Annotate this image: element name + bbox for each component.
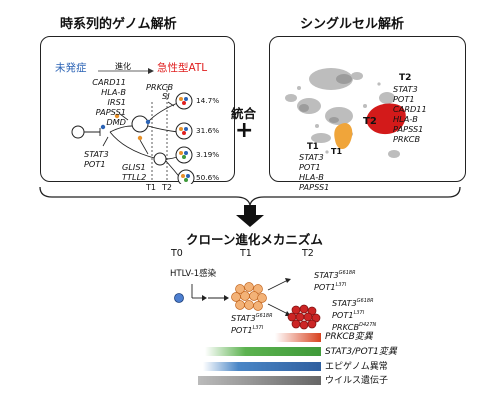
label-htlv: HTLV-1感染 [170, 269, 217, 279]
clone-tree [71, 68, 195, 184]
genomic-panel [40, 36, 235, 182]
t1-cluster-label: T1 [331, 147, 343, 156]
title-genomic: 時系列的ゲノム解析 [60, 17, 177, 32]
genes-low-group: STAT3 POT1 [84, 149, 109, 169]
bar-epigenome [203, 362, 321, 371]
timeline-t0: T0 [171, 248, 183, 259]
pct-1: 14.7% [196, 96, 220, 105]
bar-label-stat3-pot1: STAT3/POT1変異 [325, 347, 397, 357]
genes-left-group: CARD11 HLA-B IRS1 PAPSS1 DMD [92, 77, 126, 127]
plus-sign: + [235, 118, 254, 143]
label-undiagnosed: 未発症 [55, 62, 87, 74]
t2a-mutations: STAT3G618R POT1L37I [314, 270, 356, 292]
title-mechanism: クローン進化メカニズム [186, 232, 323, 247]
clone-evolution-diagram [174, 278, 321, 330]
bar-label-prkcb: PRKCB変異 [325, 332, 373, 342]
time-t2: T2 [162, 183, 172, 192]
integration-label: 統合 [231, 106, 257, 121]
gene-si: SI [162, 91, 170, 101]
pct-4: 50.6% [196, 173, 220, 182]
bar-label-viral: ウイルス遺伝子 [325, 376, 389, 386]
bar-label-epigenome: エピゲノム異常 [325, 362, 388, 372]
umap-plot [285, 68, 406, 158]
time-t1: T1 [146, 183, 156, 192]
bar-stat3-pot1 [205, 347, 321, 356]
pct-2: 31.6% [196, 126, 220, 135]
t2-genes-group: STAT3 POT1 CARD11 HLA-B PAPSS1 PRKCB [393, 84, 427, 144]
t2-cluster-label: T2 [363, 116, 377, 127]
timeline-t1: T1 [240, 248, 252, 259]
t1-mutations: STAT3G618R POT1L37I [231, 313, 273, 335]
t2b-mutations: STAT3G618R POT1L37I PRKCBD427N [332, 298, 377, 332]
bar-prkcb [275, 333, 321, 342]
label-evolution: 進化 [115, 62, 131, 71]
t2-genes-title: T2 [399, 73, 412, 83]
t1-genes-group: STAT3 POT1 HLA-B PAPSS1 [299, 152, 330, 192]
factor-bars [198, 333, 321, 385]
pct-3: 3.19% [196, 150, 220, 159]
gene-prkcb: PRKCB [146, 82, 174, 92]
genes-mid-group: GLIS1 TTLL2 [122, 162, 147, 182]
bar-viral [198, 376, 321, 385]
t1-genes-title: T1 [307, 142, 319, 152]
label-acute-atl: 急性型ATL [157, 62, 208, 74]
timeline-t2: T2 [302, 248, 314, 259]
title-single-cell: シングルセル解析 [300, 17, 405, 32]
merge-brace [39, 186, 461, 227]
